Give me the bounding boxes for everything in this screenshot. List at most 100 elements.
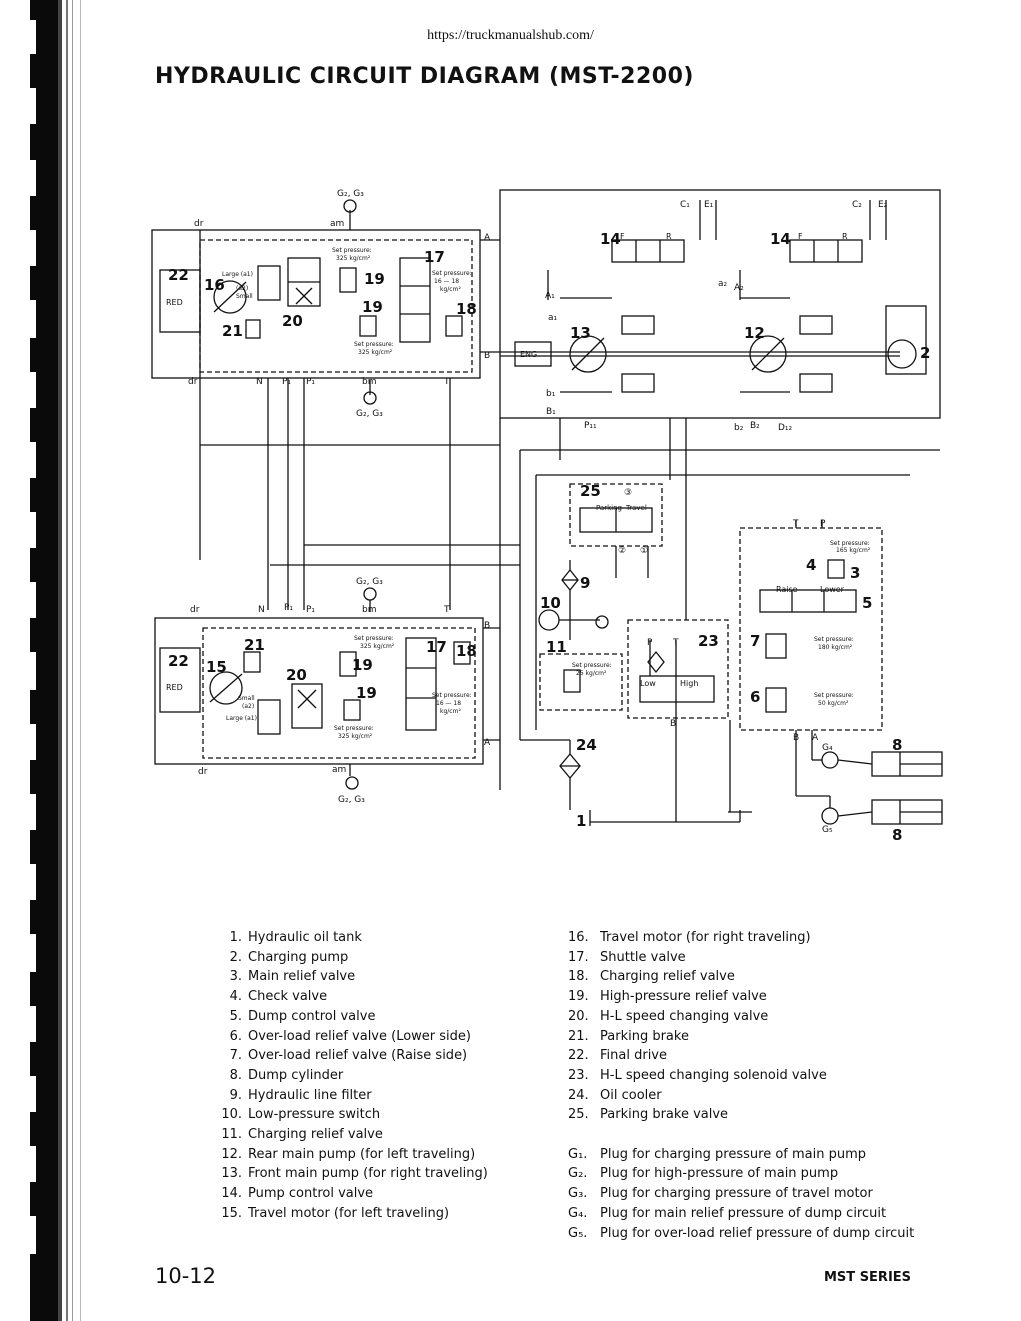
legend-item: 9.Hydraulic line filter — [229, 1087, 372, 1103]
num-23: 23 — [698, 632, 719, 650]
a1-lower: a₁ — [548, 313, 558, 323]
set-16b-bottom: 16 — 18 — [436, 700, 461, 707]
e1-label: E₁ — [704, 200, 714, 210]
f-label-2: F — [798, 232, 803, 241]
p1-label-bottom-b: P₁ — [306, 605, 315, 615]
num-9: 9 — [580, 574, 590, 592]
hl-solenoid-valve-23 — [627, 619, 729, 719]
num-1: 1 — [576, 812, 586, 830]
b-label-23: B — [670, 719, 676, 729]
legend-item: 18.Charging relief valve — [568, 969, 735, 985]
main-relief-valve-3 — [827, 559, 845, 579]
num-3: 3 — [850, 564, 860, 582]
page-title: HYDRAULIC CIRCUIT DIAGRAM (MST-2200) — [155, 64, 694, 89]
charging-relief-valve-11 — [539, 653, 623, 711]
num-14-front: 14 — [600, 230, 621, 248]
set-325b-bottom: 325 kg/cm² — [360, 643, 395, 650]
legend-item: 3.Main relief valve — [229, 969, 356, 985]
source-url[interactable]: https://truckmanualshub.com/ — [427, 28, 594, 43]
set-325a-bottom: Set pressure: — [354, 635, 394, 642]
c1-label: C₁ — [680, 200, 690, 210]
a-label-dump: A — [812, 733, 819, 743]
num-19-bottom-a: 19 — [352, 656, 373, 674]
n-label-bottom: N — [258, 605, 265, 615]
legend-item: 6.Over-load relief valve (Lower side) — [229, 1028, 471, 1044]
legend-item: 5.Dump control valve — [229, 1008, 376, 1024]
set-325d-top: 325 kg/cm² — [358, 349, 393, 356]
num-24: 24 — [576, 736, 597, 754]
p11-label: P₁₁ — [584, 421, 597, 431]
b1-lower: b₁ — [546, 389, 556, 399]
small-bottom: Small — [238, 695, 255, 702]
legend-item: 10.Low-pressure switch — [221, 1107, 381, 1123]
overload-relief-valve-6 — [765, 687, 787, 713]
gauge-label-mid: G₂, G₃ — [356, 577, 383, 587]
legend-item: 13.Front main pump (for right traveling) — [221, 1166, 488, 1182]
num-8-bottom: 8 — [892, 826, 902, 844]
num-10: 10 — [540, 594, 561, 612]
f-label-1: F — [620, 232, 625, 241]
plug-item: G₅.Plug for over-load relief pressure of… — [568, 1225, 915, 1241]
low-pressure-switch-10 — [538, 609, 560, 631]
b2-label: b₂ — [734, 423, 744, 433]
set-180a: Set pressure: — [814, 636, 854, 643]
legend-item: 15.Travel motor (for left traveling) — [221, 1205, 450, 1221]
dr-label-bottom2: dr — [198, 767, 208, 777]
num-16: 16 — [204, 276, 225, 294]
set-25b: 25 kg/cm² — [576, 670, 607, 677]
pump-control-valve-14-front — [611, 239, 685, 263]
legend-item: 11.Charging relief valve — [221, 1127, 383, 1143]
num-20-bottom: 20 — [286, 666, 307, 684]
legend-item: 20.H-L speed changing valve — [568, 1008, 769, 1024]
am-label-top: am — [330, 219, 344, 229]
e2-label: E₂ — [878, 200, 888, 210]
num-4: 4 — [806, 556, 816, 574]
legend-item: 12.Rear main pump (for left traveling) — [221, 1146, 476, 1162]
plug-item: G₄.Plug for main relief pressure of dump… — [568, 1205, 887, 1221]
num-2: 2 — [920, 344, 930, 362]
p1-label-top-b: P₁ — [306, 377, 315, 387]
set-325b-top: 325 kg/cm² — [336, 255, 371, 262]
set-16c-bottom: kg/cm² — [440, 708, 461, 715]
g5-label: G₅ — [822, 825, 833, 835]
legend-item: 24.Oil cooler — [568, 1087, 662, 1103]
pump-control-valve-14-rear — [789, 239, 863, 263]
legend-item: 19.High-pressure relief valve — [568, 989, 767, 1005]
dr-label-bottom: dr — [190, 605, 200, 615]
circ1-label: ① — [640, 546, 648, 556]
d12-label: D₁₂ — [778, 423, 793, 433]
r-label-2: R — [842, 232, 848, 241]
legend-item: 25.Parking brake valve — [568, 1107, 729, 1123]
red-label-bottom: RED — [166, 683, 183, 692]
plug-item: G₃.Plug for charging pressure of travel … — [568, 1186, 873, 1202]
t-label-bottom: T — [443, 605, 450, 615]
set-16a-bottom: Set pressure: — [432, 692, 472, 699]
legend-item: 23.H-L speed changing solenoid valve — [568, 1067, 827, 1083]
c2-label: C₂ — [852, 200, 862, 210]
A2-label: A₂ — [734, 283, 744, 293]
page-number: 10-12 — [155, 1264, 217, 1288]
num-22-bottom: 22 — [168, 652, 189, 670]
dump-control-valve-5 — [759, 589, 857, 613]
legend-item: 4.Check valve — [229, 989, 328, 1005]
set-16a-top: Set pressure: — [432, 270, 472, 277]
plug-item: G₂.Plug for high-pressure of main pump — [568, 1166, 839, 1182]
dump-valve-block — [739, 527, 883, 731]
r-label-1: R — [666, 232, 672, 241]
bottom-motor-block-outline — [154, 617, 484, 765]
num-19-bottom-b: 19 — [356, 684, 377, 702]
set-325c-top: Set pressure: — [354, 341, 394, 348]
set-50a: Set pressure: — [814, 692, 854, 699]
set-25a: Set pressure: — [572, 662, 612, 669]
parking-label: Parking — [596, 504, 622, 512]
final-drive-22-bottom — [159, 647, 201, 713]
circ2-label: ② — [618, 546, 626, 556]
gauge-label-top: G₂, G₃ — [337, 189, 364, 199]
b-label-dump: B — [793, 733, 799, 743]
gauge-label-bottom: G₂, G₃ — [338, 795, 365, 805]
p1-label-bottom-a: P₁ — [284, 603, 293, 613]
a1-upper: A₁ — [545, 291, 555, 301]
num-25: 25 — [580, 482, 601, 500]
am-label-bottom: am — [332, 765, 346, 775]
charging-pump-2 — [887, 339, 917, 369]
